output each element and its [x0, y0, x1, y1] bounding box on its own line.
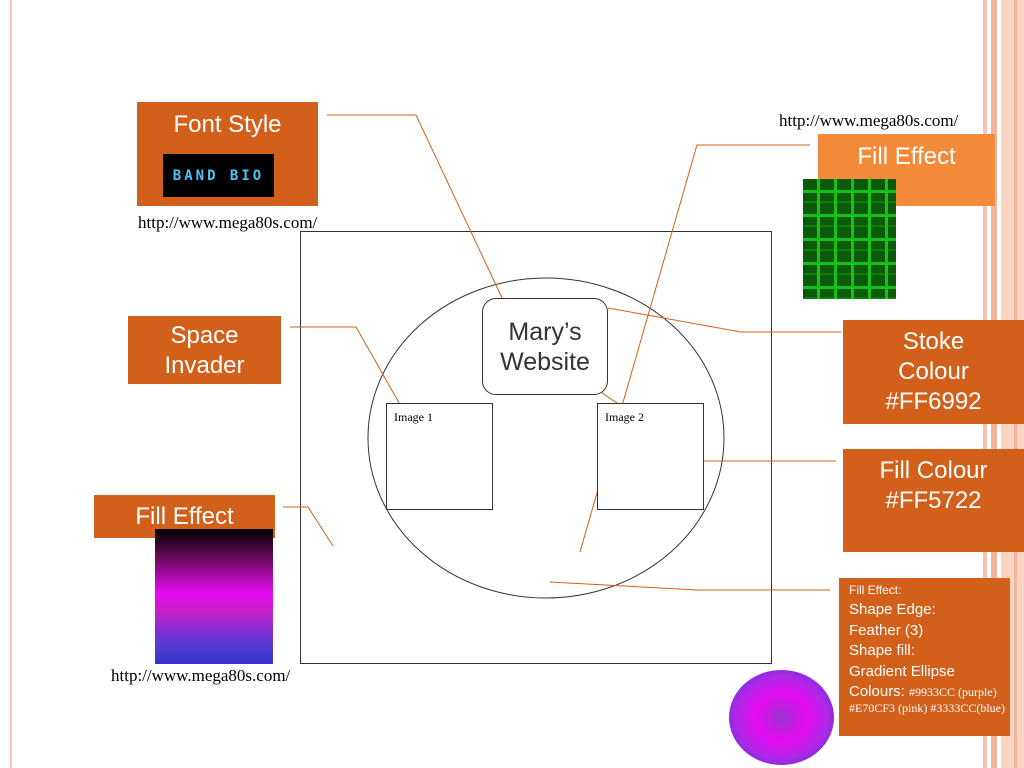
fill-note-line: Shape fill: [849, 642, 915, 659]
fill-colour-label: Fill Colour #FF5722 [879, 457, 988, 514]
website-title: Mary’s Website [500, 317, 590, 376]
font-style-box: Font Style BAND BIO [137, 102, 318, 206]
connector-fill-note [549, 581, 830, 591]
slide-border-stripe [10, 0, 12, 768]
wireframe-ellipse [367, 277, 725, 599]
url-fill-right-source: http://www.mega80s.com/ [779, 111, 959, 130]
website-title-box: Mary’s Website [482, 298, 608, 395]
fill-note-line: Shape Edge: [849, 601, 936, 618]
space-invader-label: Space Invader [164, 322, 245, 379]
fill-note-colours-prefix: Colours: [849, 683, 910, 700]
image-placeholder-label: Image 2 [605, 410, 644, 424]
fill-effect-right-label: Fill Effect [857, 143, 956, 170]
connector-stroke [607, 307, 841, 333]
stroke-colour-box: Stoke Colour #FF6992 [843, 320, 1024, 424]
image-placeholder-1: Image 1 [386, 403, 493, 510]
fill-colour-box: Fill Colour #FF5722 [843, 449, 1024, 552]
font-sample-text: BAND BIO [172, 167, 265, 184]
fill-note-colours: Colours: #9933CC (purple) #E70CF3 (pink)… [849, 684, 1009, 716]
gradient-ellipse-swatch [729, 670, 834, 765]
fill-effect-note-box: Fill Effect: Shape Edge: Feather (3) Sha… [839, 578, 1010, 736]
font-sample-image: BAND BIO [163, 154, 274, 197]
connector-fill-left [283, 506, 334, 547]
connector-font-style [327, 114, 504, 301]
stroke-colour-label: Stoke Colour #FF6992 [885, 328, 982, 415]
fill-note-line: Feather (3) [849, 622, 924, 639]
fill-note-line: Gradient Ellipse [849, 663, 955, 680]
url-fill-left-source: http://www.mega80s.com/ [111, 666, 291, 685]
gradient-swatch-left [155, 529, 273, 664]
green-plaid-swatch [803, 179, 896, 299]
url-font-source: http://www.mega80s.com/ [138, 213, 318, 232]
space-invader-box: Space Invader [128, 316, 281, 384]
fill-note-colours-values: #9933CC (purple) #E70CF3 (pink) #3333CC(… [849, 685, 1005, 715]
image-placeholder-label: Image 1 [394, 410, 433, 424]
fill-note-heading: Fill Effect: [849, 583, 902, 597]
font-style-label: Font Style [173, 111, 282, 138]
image-placeholder-2: Image 2 [597, 403, 704, 510]
fill-effect-left-label: Fill Effect [135, 503, 234, 530]
fill-effect-right-box: Fill Effect [818, 134, 995, 206]
